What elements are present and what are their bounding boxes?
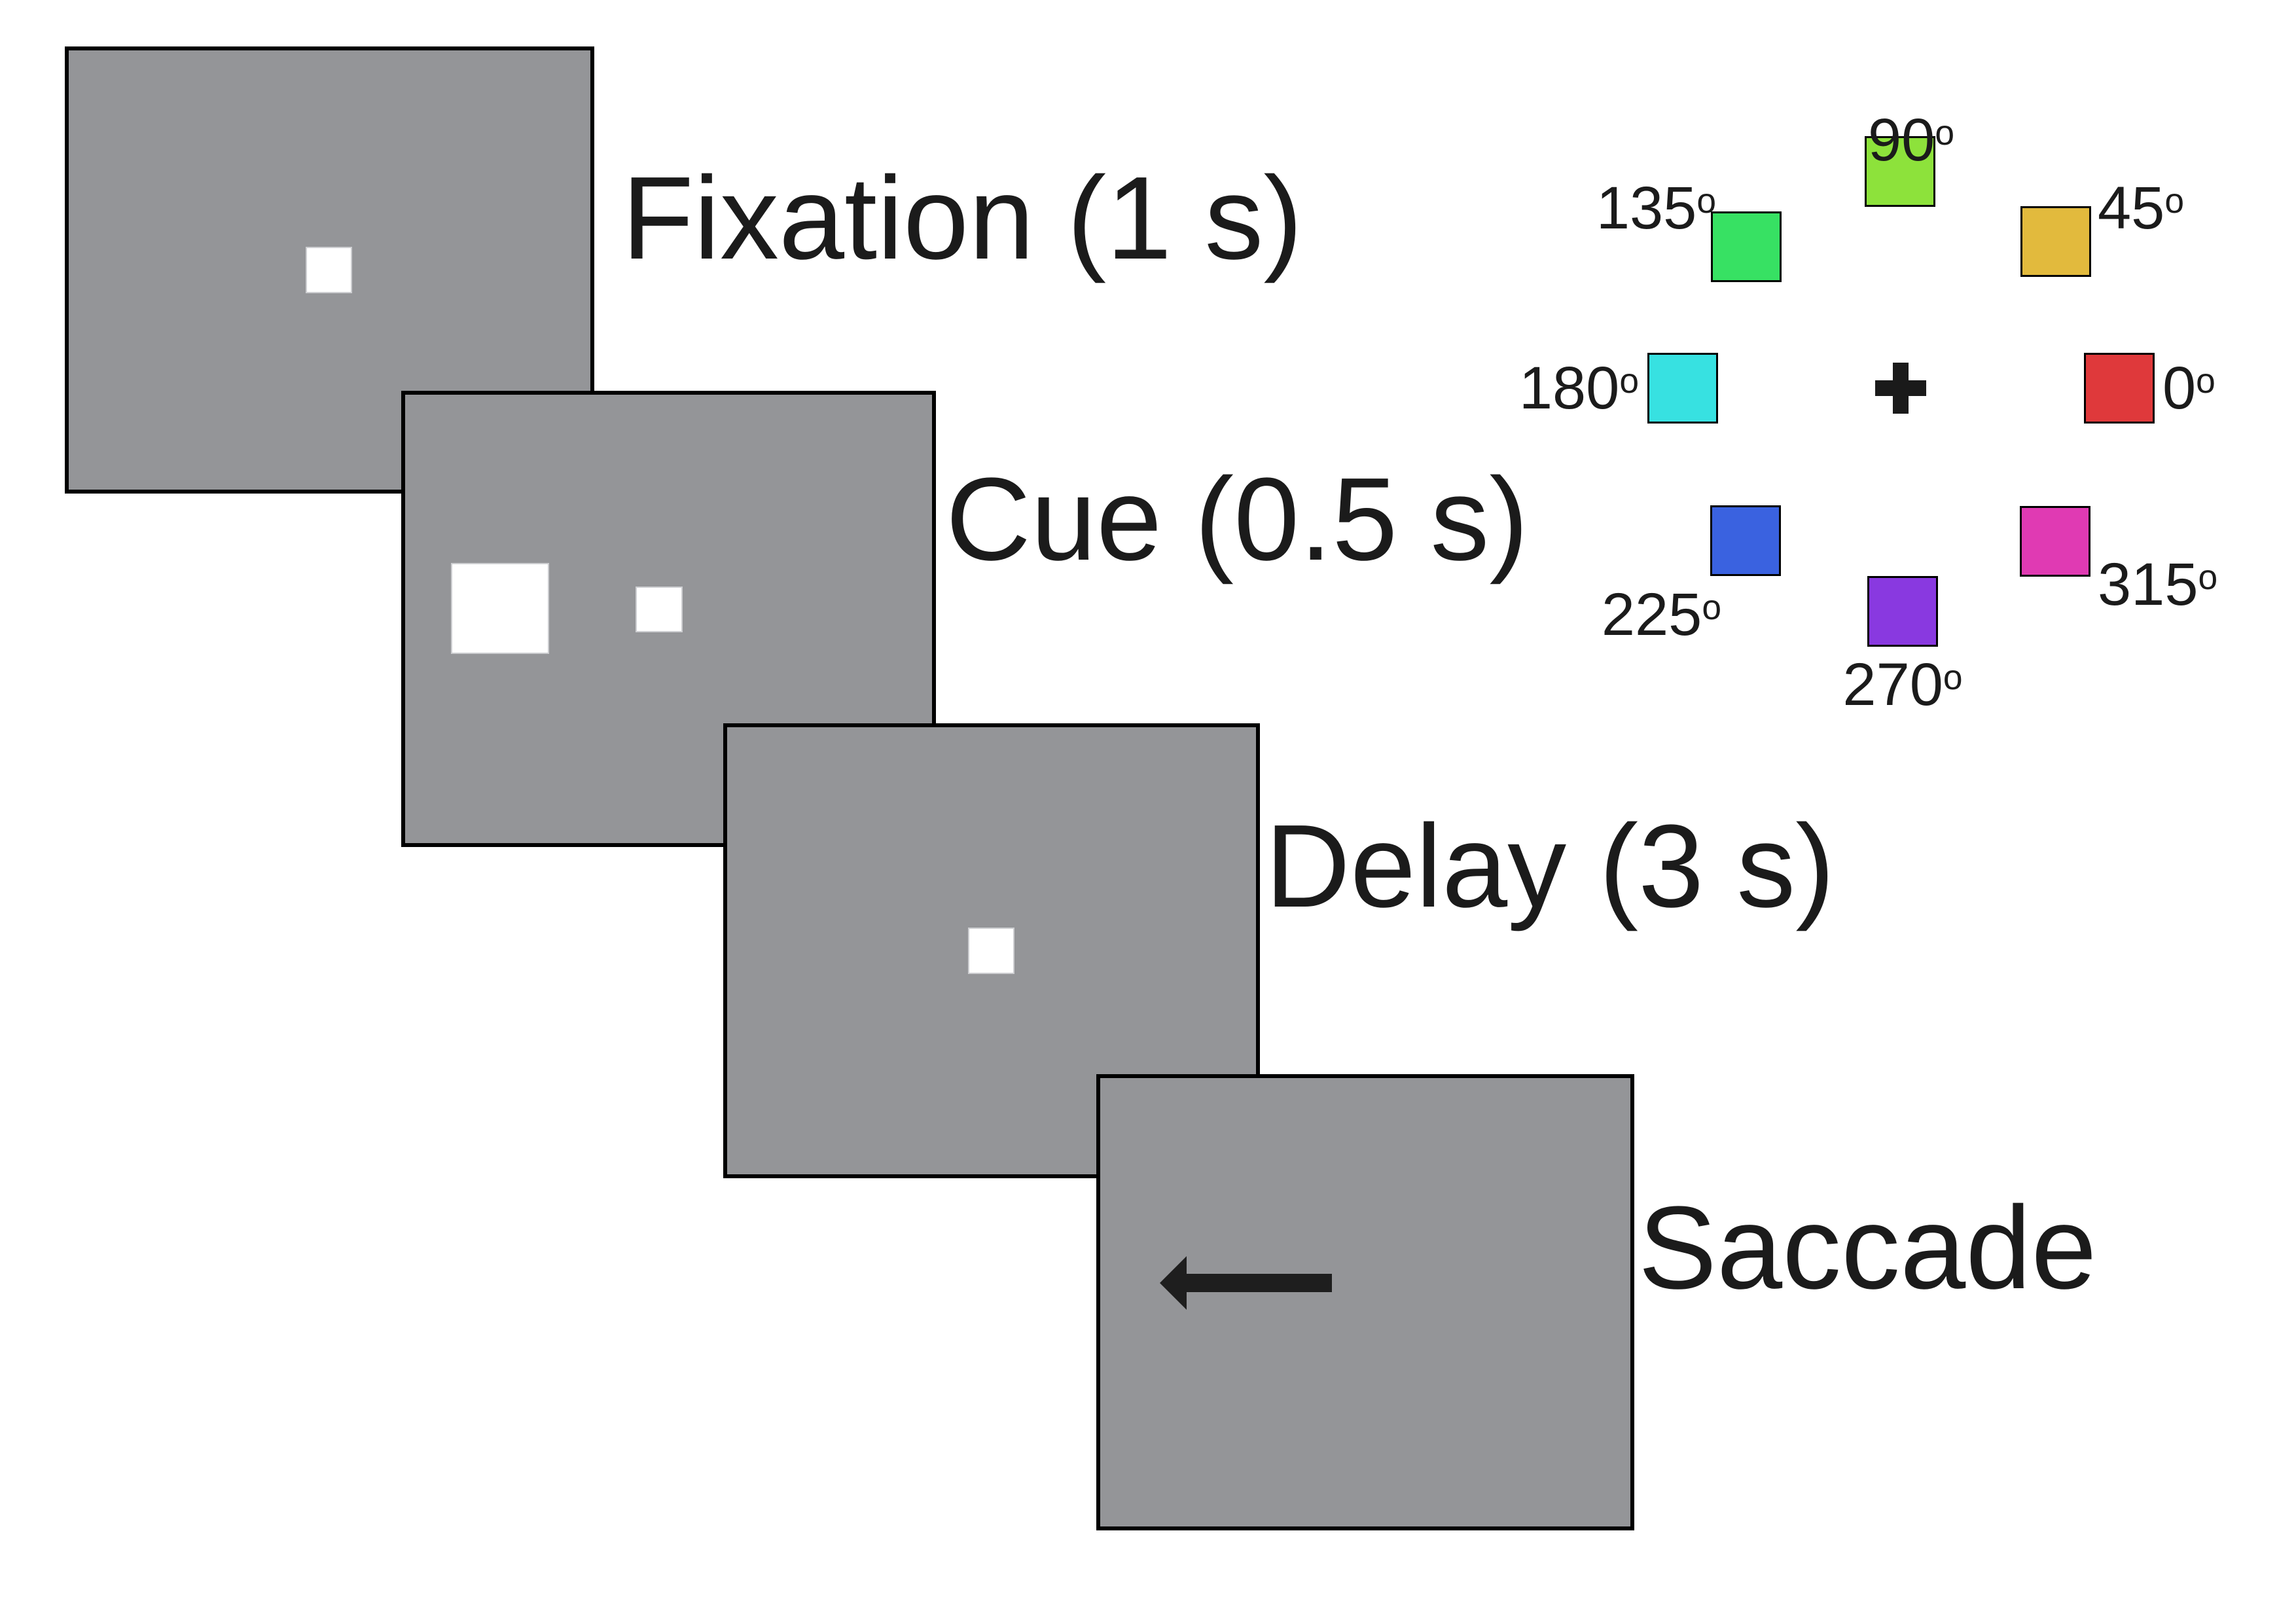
angle-label-315deg: 315o — [2098, 554, 2217, 615]
screen-saccade — [1096, 1074, 1634, 1530]
target-square-135deg — [1711, 211, 1782, 282]
angle-value: 270 — [1842, 651, 1943, 718]
degree-symbol: o — [2198, 558, 2218, 597]
fixation-point-square — [636, 586, 683, 632]
angle-label-90deg: 90o — [1868, 110, 1954, 170]
fixation-cross-vertical-bar — [1893, 363, 1909, 414]
angle-value: 180 — [1518, 355, 1620, 422]
angle-label-0deg: 0o — [2162, 358, 2215, 418]
target-square-270deg — [1867, 576, 1938, 647]
degree-symbol: o — [1935, 114, 1955, 153]
angle-value: 135 — [1596, 175, 1697, 242]
angle-label-45deg: 45o — [2098, 178, 2184, 238]
phase-label-cue: Cue (0.5 s) — [946, 454, 1529, 585]
phase-label-delay: Delay (3 s) — [1265, 801, 1835, 932]
angle-value: 225 — [1601, 581, 1702, 648]
angle-value: 45 — [2098, 175, 2165, 242]
angle-value: 315 — [2098, 551, 2198, 618]
left-arrow-icon — [1160, 1256, 1332, 1310]
fixation-point-square — [968, 928, 1014, 974]
degree-symbol: o — [1943, 659, 1963, 697]
target-square-315deg — [2020, 506, 2090, 577]
target-square-45deg — [2020, 206, 2091, 277]
angle-label-270deg: 270o — [1842, 655, 1962, 715]
degree-symbol: o — [2164, 182, 2185, 221]
angle-label-180deg: 180o — [1519, 358, 1639, 418]
angle-value: 90 — [1867, 107, 1935, 173]
phase-label-fixation: Fixation (1 s) — [622, 153, 1303, 284]
target-square-90deg — [1865, 136, 1935, 207]
cue-target-square — [451, 563, 549, 654]
degree-symbol: o — [1619, 362, 1639, 401]
angle-label-135deg: 135o — [1596, 178, 1716, 238]
angle-label-225deg: 225o — [1602, 585, 1721, 645]
phase-label-saccade: Saccade — [1638, 1182, 2097, 1314]
degree-symbol: o — [1702, 588, 1721, 627]
target-square-0deg — [2084, 353, 2155, 424]
fixation-point-square — [306, 247, 352, 293]
degree-symbol: o — [1696, 182, 1716, 221]
target-square-225deg — [1710, 505, 1781, 576]
target-square-180deg — [1647, 353, 1718, 424]
screen-fixation — [65, 46, 594, 494]
degree-symbol: o — [2196, 362, 2215, 401]
angle-value: 0 — [2162, 355, 2197, 422]
